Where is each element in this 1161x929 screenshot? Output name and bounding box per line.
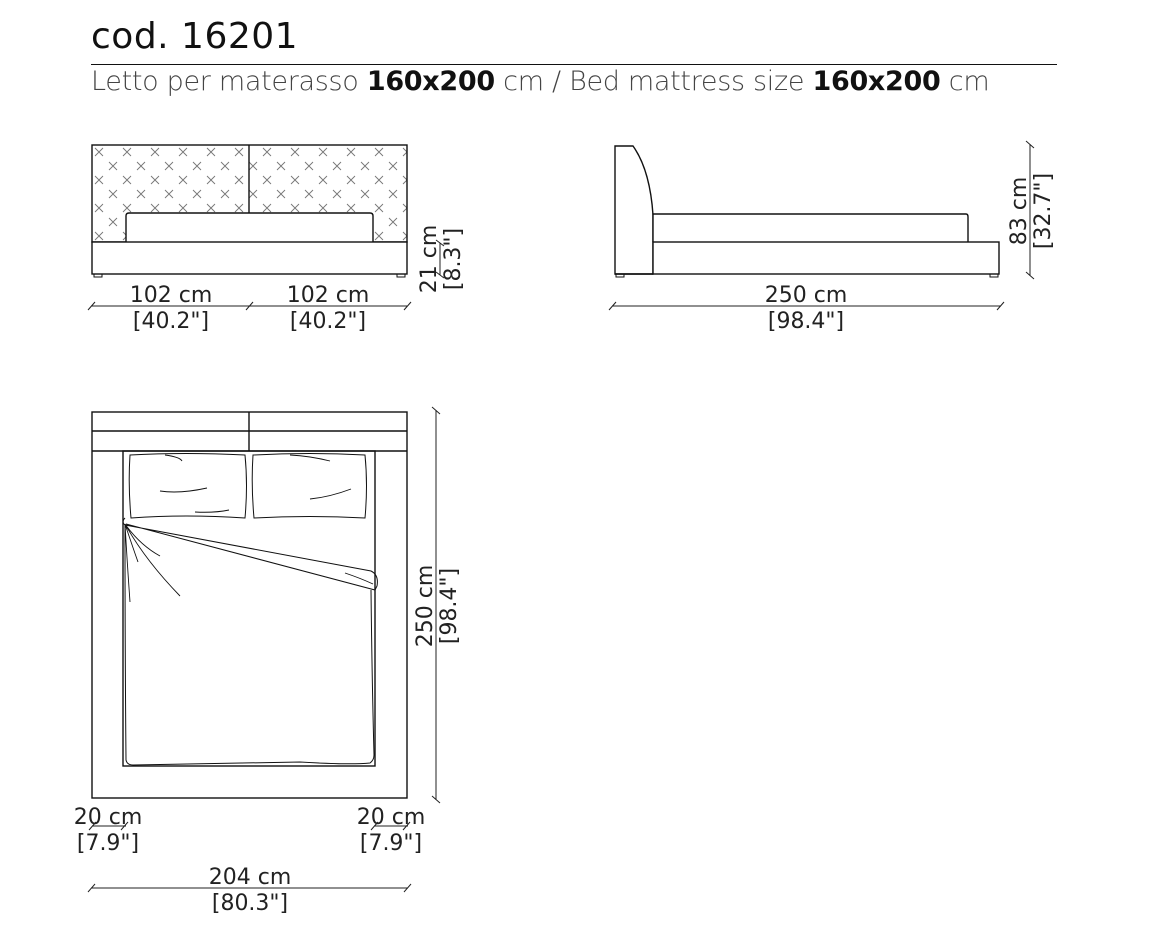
bed-base-side (652, 241, 1000, 275)
headboard-side (614, 145, 654, 275)
plan-width-in: [80.3"] (212, 891, 288, 916)
front-view (91, 144, 408, 278)
title-divider (91, 64, 1057, 65)
duvet-body (124, 524, 375, 766)
side-view (614, 145, 1000, 278)
side-height-in: [32.7"] (1031, 173, 1056, 249)
plan-right-side-in: [7.9"] (360, 831, 422, 856)
plan-right-side-cm: 20 cm (357, 805, 426, 830)
front-left-width-in: [40.2"] (133, 309, 209, 334)
plan-left-side-in: [7.9"] (77, 831, 139, 856)
subtitle-en-size: 160x200 (812, 66, 941, 97)
plan-width-cm: 204 cm (209, 865, 292, 890)
side-height-cm: 83 cm (1007, 177, 1032, 246)
front-width-dimension (87, 301, 412, 311)
product-subtitle: Letto per materasso 160x200 cm / Bed mat… (91, 66, 990, 97)
plan-length-dimension (431, 406, 441, 804)
plan-side-dimensions (88, 821, 411, 831)
front-base-height-in: [8.3"] (441, 228, 466, 290)
plan-length-cm: 250 cm (413, 565, 438, 648)
side-height-dimension (1025, 140, 1035, 280)
subtitle-it-prefix: Letto per materasso (91, 66, 367, 97)
mattress-front (125, 212, 374, 242)
pillow-right (251, 453, 367, 519)
plan-width-dimension (87, 883, 412, 893)
product-code: cod. 16201 (91, 16, 299, 57)
subtitle-it-size: 160x200 (366, 66, 495, 97)
front-height-dimension (435, 239, 445, 279)
bed-base-front (91, 241, 408, 275)
mattress-side (652, 213, 969, 242)
pillow-left (128, 453, 247, 519)
bed-frame-plan (91, 411, 408, 799)
plan-view (91, 411, 408, 799)
front-base-height-cm: 21 cm (417, 225, 442, 294)
subtitle-en-unit: cm (940, 66, 990, 97)
side-length-dimension (608, 301, 1005, 311)
plan-left-side-cm: 20 cm (74, 805, 143, 830)
front-right-width-cm: 102 cm (287, 283, 370, 308)
mattress-plan (122, 450, 376, 767)
side-length-cm: 250 cm (765, 283, 848, 308)
subtitle-it-unit: cm / Bed mattress size (494, 66, 813, 97)
front-left-width-cm: 102 cm (130, 283, 213, 308)
front-right-width-in: [40.2"] (290, 309, 366, 334)
duvet-fold (122, 517, 378, 591)
plan-length-in: [98.4"] (437, 568, 462, 644)
side-length-in: [98.4"] (768, 309, 844, 334)
